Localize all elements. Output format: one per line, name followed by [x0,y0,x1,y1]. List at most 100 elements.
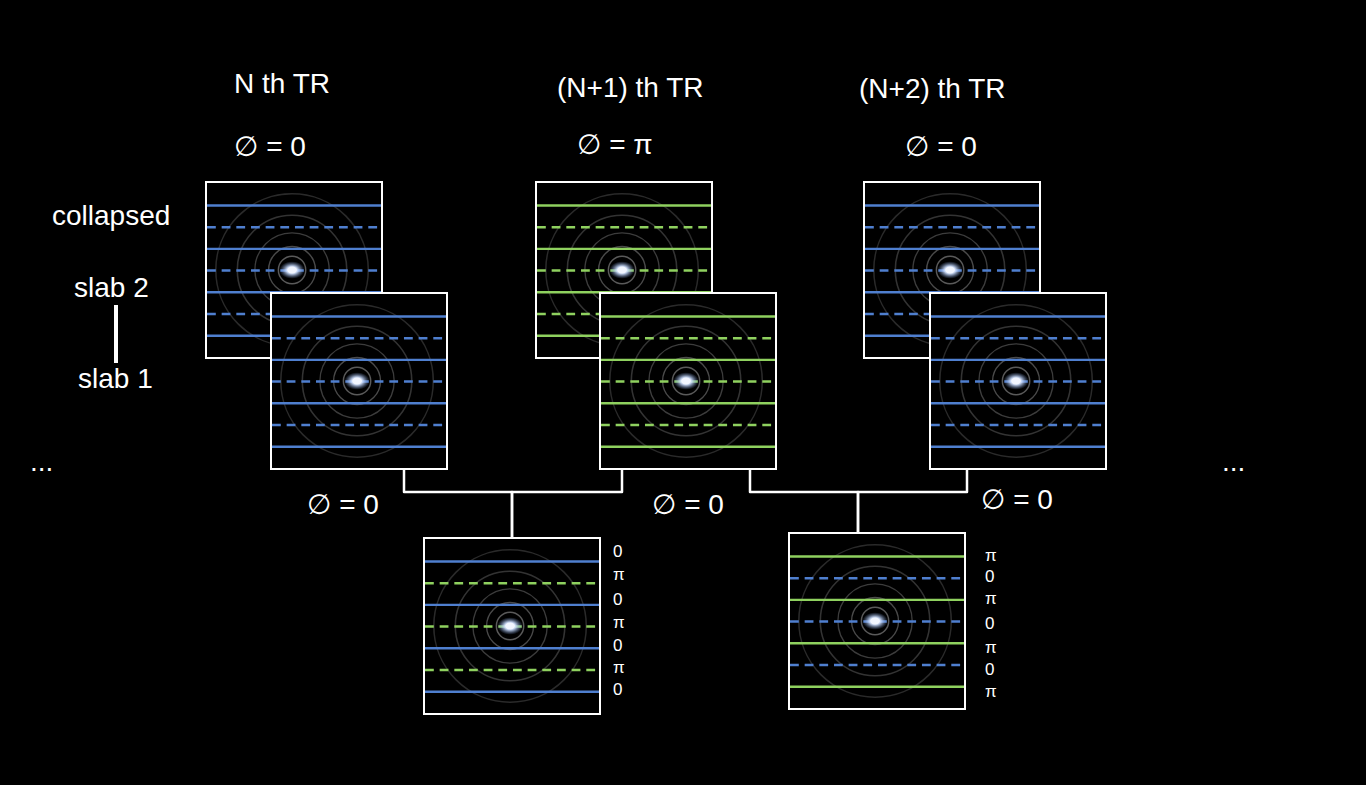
ellipsis: ... [30,446,53,478]
line-phase: π [985,682,997,702]
kspace-ring [608,256,635,283]
dashed-kspace-line [601,337,775,339]
line-phase: π [985,638,997,658]
solid-kspace-line [790,685,964,687]
merge-bracket [404,470,512,537]
kspace-ring [852,598,899,645]
kspace-center [945,267,955,274]
solid-kspace-line [601,359,775,361]
kspace-picture [601,294,775,468]
kspace-combined: π0π0π0π [788,532,966,710]
solid-kspace-line [272,359,446,361]
line-phase: 0 [613,680,622,700]
phase-label: ∅ = 0 [307,489,379,521]
line-phase: 0 [985,660,994,680]
line-set [272,316,446,446]
kspace-center-glow [673,372,698,390]
slab-range-bar [114,305,118,363]
line-phase: π [613,658,625,678]
solid-kspace-line [790,599,964,601]
dashed-kspace-line [601,424,775,426]
connector-group [404,470,967,537]
dashed-kspace-line [790,664,964,666]
line-phase: 0 [985,567,994,587]
line-set [425,561,599,691]
ellipsis: ... [1222,446,1245,478]
kspace-ring [334,358,381,405]
solid-kspace-line [601,315,775,317]
kspace-slab1: ∅ = 0 [599,292,777,470]
kspace-picture [272,294,446,468]
kspace-ring [278,256,305,283]
solid-kspace-line [272,402,446,404]
kspace-ring [487,603,534,650]
solid-kspace-line [601,445,775,447]
kspace-center [870,618,880,625]
dashed-kspace-line [790,577,964,579]
solid-kspace-line [931,315,1105,317]
dashed-kspace-line [425,669,599,671]
line-set [790,556,964,686]
kspace-ring [599,247,646,294]
slab-name: slab 2 [74,272,149,304]
dashed-kspace-line [865,226,1039,228]
dashed-kspace-line [272,337,446,339]
line-phase: π [613,613,625,633]
dashed-kspace-line [537,226,711,228]
slab-caption: collapsed [52,200,170,232]
kspace-center [505,623,515,630]
solid-kspace-line [272,445,446,447]
dashed-kspace-line [425,582,599,584]
tr-heading: (N+1) th TR [557,72,704,104]
kspace-combined: 0π0π0π0 [423,537,601,715]
merge-bracket [512,470,622,537]
solid-kspace-line [207,248,381,250]
kspace-ring [861,607,888,634]
solid-kspace-line [790,555,964,557]
solid-kspace-line [537,248,711,250]
kspace-center-glow [279,261,304,279]
solid-kspace-line [272,315,446,317]
kspace-center [681,378,691,385]
kspace-center-glow [497,617,522,635]
solid-kspace-line [425,690,599,692]
kspace-picture [425,539,599,713]
kspace-picture [790,534,964,708]
solid-kspace-line [207,204,381,206]
solid-kspace-line [790,642,964,644]
phase-label: ∅ = 0 [234,131,306,163]
solid-kspace-line [865,204,1039,206]
slab-name: slab 1 [78,363,153,395]
kspace-ring [343,367,370,394]
line-phase: π [985,546,997,566]
line-set [601,316,775,446]
solid-kspace-line [537,204,711,206]
kspace-ring [672,367,699,394]
tr-heading: N th TR [234,68,330,100]
merge-bracket [750,470,858,532]
kspace-center-glow [937,261,962,279]
phase-label: ∅ = 0 [905,131,977,163]
phase-label: ∅ = 0 [652,489,724,521]
solid-kspace-line [425,604,599,606]
dashed-kspace-line [207,226,381,228]
kspace-center [617,267,627,274]
kspace-ring [496,612,523,639]
kspace-ring [1002,367,1029,394]
line-phase: 0 [613,636,622,656]
phase-label: ∅ = π [577,129,653,161]
kspace-ring [993,358,1040,405]
kspace-slab1: ∅ = 0 [929,292,1107,470]
kspace-center-glow [862,612,887,630]
kspace-picture [931,294,1105,468]
solid-kspace-line [601,402,775,404]
line-phase: 0 [613,542,622,562]
kspace-ring [927,247,974,294]
solid-kspace-line [425,560,599,562]
dashed-kspace-line [931,337,1105,339]
kspace-center-glow [609,261,634,279]
kspace-ring [663,358,710,405]
kspace-center [352,378,362,385]
line-phase: π [985,589,997,609]
